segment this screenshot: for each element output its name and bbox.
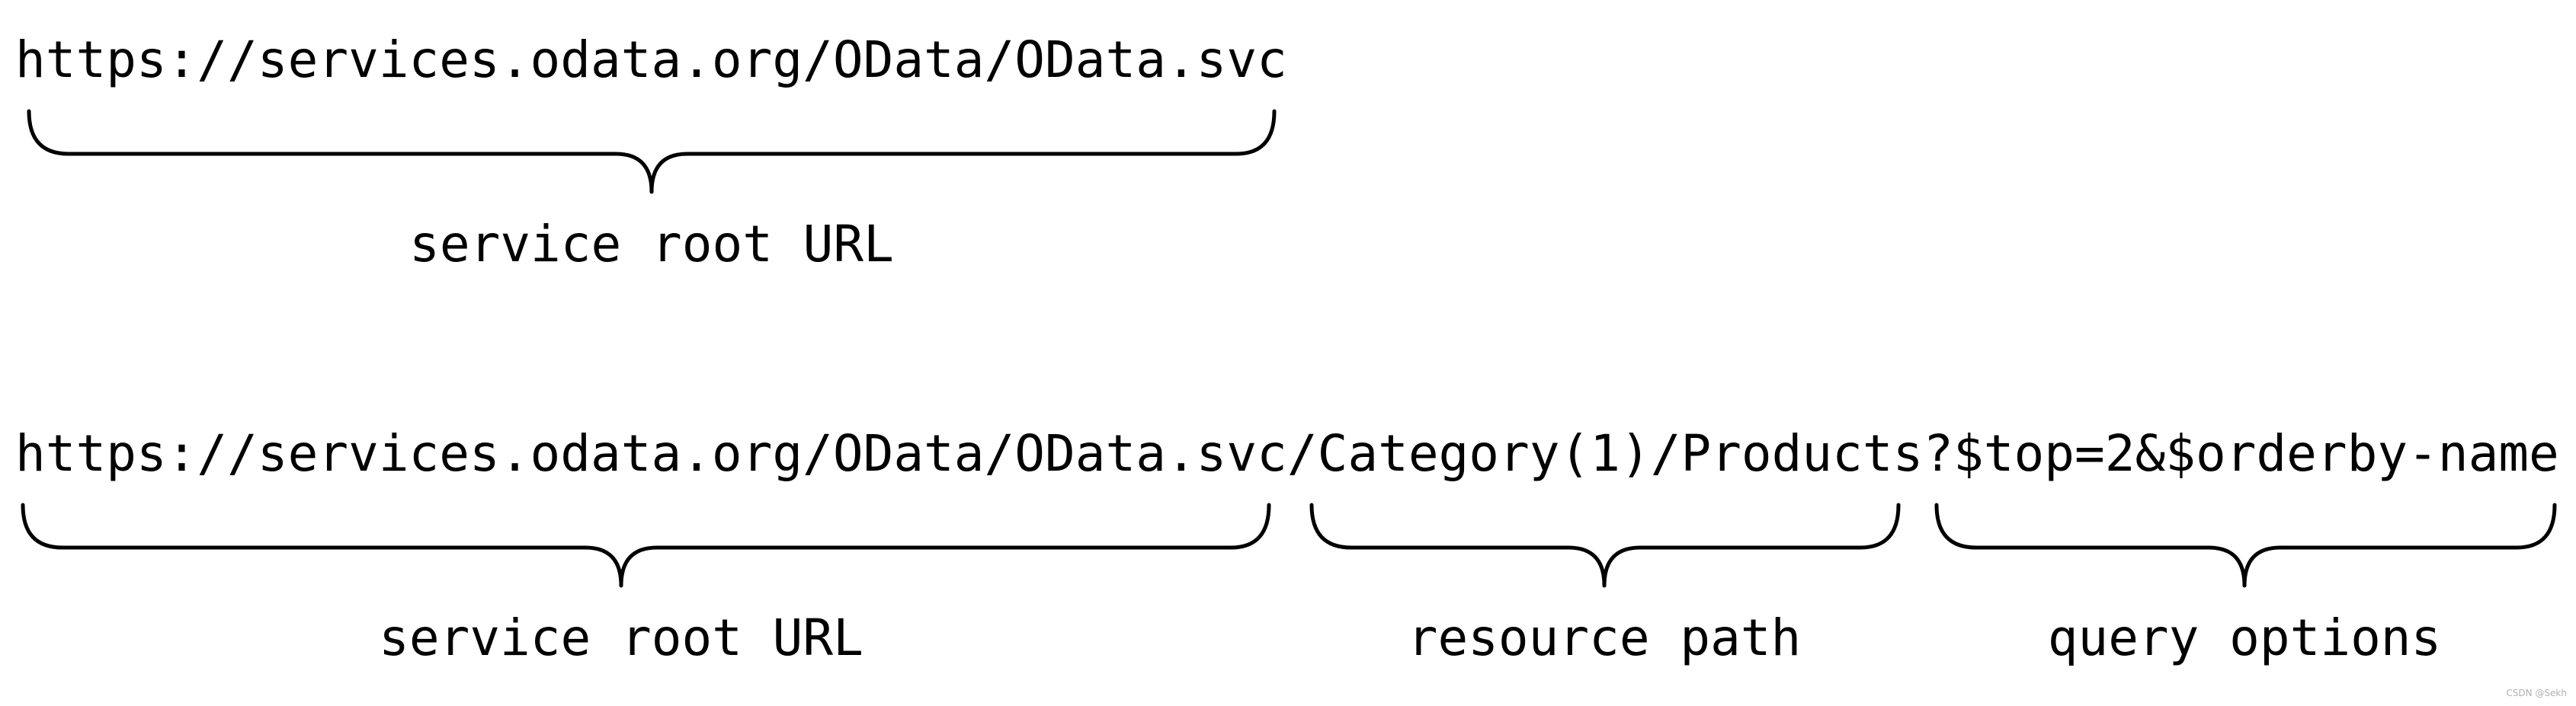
label-resource-path: resource path	[1407, 609, 1802, 667]
brace-service-root-1	[27, 109, 1277, 194]
label-query-options: query options	[2047, 609, 2442, 667]
watermark-text: CSDN @Sekh	[2506, 688, 2567, 698]
label-service-root-url-1: service root URL	[409, 215, 894, 273]
label-service-root-url-2: service root URL	[379, 609, 863, 667]
brace-service-root-2	[21, 503, 1271, 588]
brace-resource-path	[1309, 503, 1901, 588]
brace-query-options	[1934, 503, 2557, 588]
full-odata-url-text: https://services.odata.org/OData/OData.s…	[15, 424, 2559, 483]
service-root-url-text: https://services.odata.org/OData/OData.s…	[15, 30, 1287, 89]
